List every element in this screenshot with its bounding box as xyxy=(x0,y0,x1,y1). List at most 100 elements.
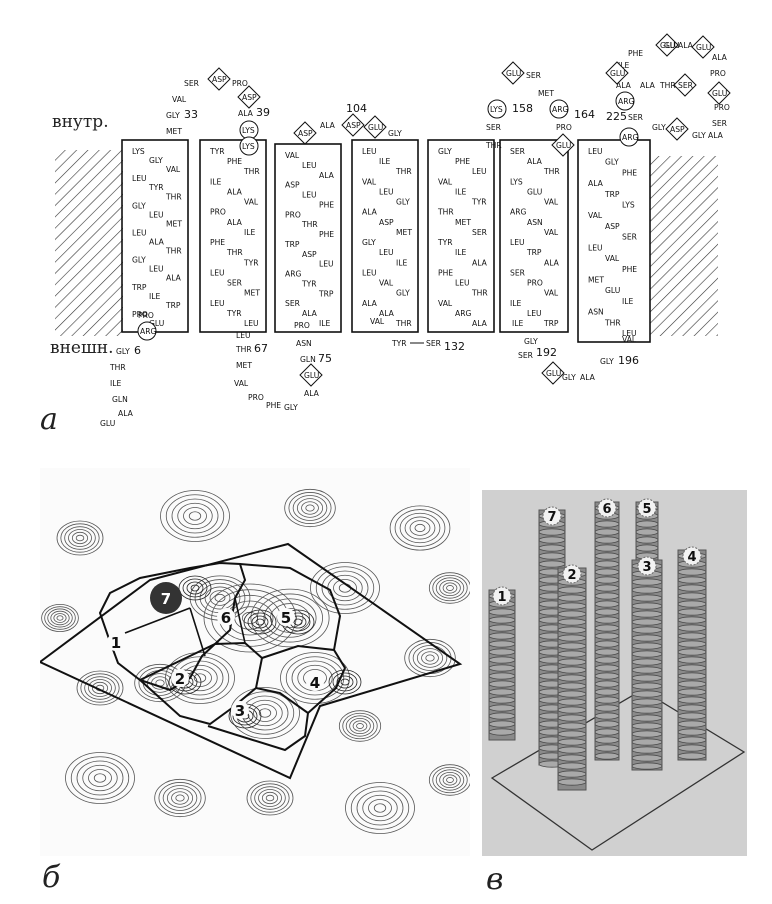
loop-residue: THR xyxy=(485,141,502,150)
helix-ring xyxy=(558,723,586,729)
helix-residue: ILE xyxy=(210,177,221,186)
helix-ring xyxy=(539,537,565,543)
helix-residue: LEU xyxy=(455,279,470,288)
loop-residue: GLU xyxy=(712,89,727,98)
helix-ring xyxy=(678,713,706,719)
helix-residue: VAL xyxy=(544,289,559,298)
helix-residue: MET xyxy=(588,275,604,284)
loop-residue: ASP xyxy=(346,121,361,130)
helix-residue: TRP xyxy=(284,240,300,249)
loop-residue: TYR xyxy=(391,339,407,348)
helix-residue: THR xyxy=(604,318,621,327)
helix-ring xyxy=(678,569,706,575)
helix-residue: LEU xyxy=(149,265,164,274)
loop-residue: GLY xyxy=(116,347,130,356)
helix-residue: MET xyxy=(244,289,260,298)
helix-ring xyxy=(489,729,515,735)
loop-residue: THR xyxy=(659,81,676,90)
helix-residue: MET xyxy=(396,228,412,237)
helix-ring xyxy=(678,633,706,639)
helix-ring xyxy=(678,641,706,647)
helix-residue: ILE xyxy=(244,228,255,237)
loop-residue: LYS xyxy=(490,105,503,114)
helix-ring xyxy=(558,603,586,609)
helix-ring xyxy=(595,521,619,527)
helix-residue: TYR xyxy=(471,198,487,207)
helix-ring xyxy=(558,611,586,617)
loop-residue: PHE xyxy=(628,49,643,58)
helix-ring xyxy=(678,737,706,743)
loop-residue: GLU xyxy=(664,41,679,50)
loop-residue: ALA xyxy=(678,41,694,50)
helix-ring xyxy=(558,659,586,665)
loop-residue: ALA xyxy=(118,409,134,418)
helix-residue: TRP xyxy=(526,248,542,257)
helix-ring xyxy=(489,641,515,647)
loop-residue: ARG xyxy=(140,327,156,336)
helix-ring xyxy=(678,729,706,735)
helix-ring xyxy=(489,697,515,703)
residue-number: 225 xyxy=(606,110,627,123)
loop-residue: GLY xyxy=(600,357,614,366)
helix-residue: ILE xyxy=(455,248,466,257)
residue-number: 39 xyxy=(256,106,270,119)
helix-residue: THR xyxy=(471,289,488,298)
helix-ring xyxy=(595,705,619,711)
residue-number: 158 xyxy=(512,102,533,115)
helix-residue: PHE xyxy=(210,238,225,247)
helix-ring xyxy=(489,633,515,639)
loop-residue: ALA xyxy=(708,131,724,140)
helix-residue: LEU xyxy=(244,319,259,328)
helix-residue: PHE xyxy=(455,157,470,166)
region-label: 6 xyxy=(221,609,231,627)
region-label: 7 xyxy=(161,590,171,608)
helix-ring xyxy=(489,673,515,679)
panel-a-label: а xyxy=(40,402,58,437)
helix-ring xyxy=(632,699,662,705)
loop-residue: THR xyxy=(235,345,252,354)
helix-residue: LEU xyxy=(379,248,394,257)
helix-residue: VAL xyxy=(166,165,181,174)
helix-residue: ALA xyxy=(362,299,378,308)
helix-ring xyxy=(636,521,658,527)
helix-residue: SER xyxy=(510,147,526,156)
helix-model-svg: 1234567 xyxy=(482,490,747,856)
helix-ring xyxy=(489,617,515,623)
helix-residue: VAL xyxy=(438,299,453,308)
helix-residue: ASP xyxy=(379,218,394,227)
helix-ring xyxy=(595,633,619,639)
loop-residue: GLY xyxy=(524,337,538,346)
residue-number: 67 xyxy=(254,342,268,355)
loop-residue: ASP xyxy=(212,75,227,84)
helix-ring xyxy=(558,619,586,625)
helix-ring xyxy=(678,625,706,631)
loop-residue: PRO xyxy=(232,79,248,88)
helix-residue: ASP xyxy=(285,181,300,190)
helix-ring xyxy=(558,699,586,705)
helix-residue: GLY xyxy=(132,256,146,265)
loop-residue: ALA xyxy=(580,373,596,382)
helix-ring xyxy=(558,635,586,641)
helix-residue: VAL xyxy=(544,228,559,237)
helix-residue: VAL xyxy=(544,198,559,207)
helix-residue: LYS xyxy=(132,147,145,156)
helix-ring xyxy=(558,675,586,681)
loop-residue: SER xyxy=(678,81,694,90)
panel-c-label: в xyxy=(486,862,503,897)
helix-ring xyxy=(678,681,706,687)
helix-residue: ALA xyxy=(149,238,165,247)
helix-residue: LEU xyxy=(302,191,317,200)
helix-ring xyxy=(632,707,662,713)
helix-model: 1234567 xyxy=(482,490,747,856)
loop-residue: SER xyxy=(426,339,442,348)
helix-residue: VAL xyxy=(244,198,259,207)
loop-residue: ILE xyxy=(512,319,523,328)
helix-residue: LEU xyxy=(472,167,487,176)
helix-label: 5 xyxy=(642,502,651,517)
helix-label: 7 xyxy=(547,510,556,525)
helix-ring xyxy=(632,691,662,697)
region-label: 1 xyxy=(111,634,121,652)
helix-residue: ILE xyxy=(379,157,390,166)
helix-residue: LEU xyxy=(210,299,225,308)
